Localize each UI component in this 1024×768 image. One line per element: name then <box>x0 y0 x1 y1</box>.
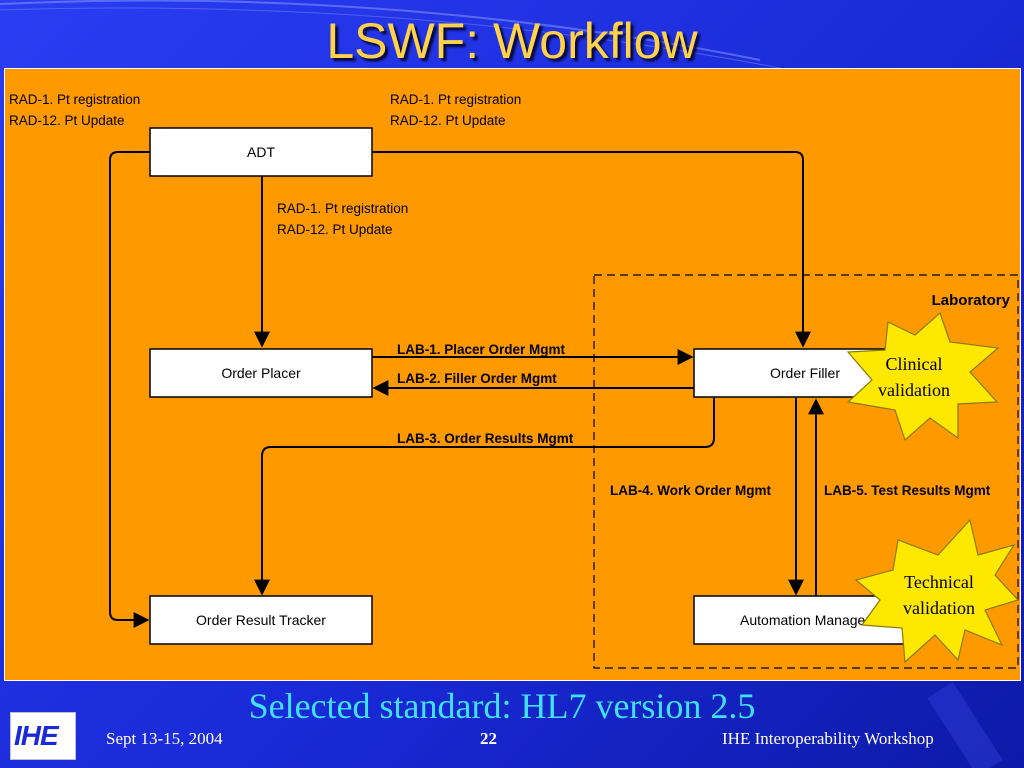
node-order-result-tracker-box <box>149 595 373 645</box>
footer-page-number: 22 <box>480 729 497 748</box>
label-adt-filler-2: RAD-12. Pt Update <box>390 113 506 128</box>
node-order-result-tracker: Order Result Tracker <box>196 612 326 628</box>
slide-subtitle: Selected standard: HL7 version 2.5 <box>248 686 756 726</box>
technical-label-1: Technical <box>904 572 974 592</box>
clinical-label-1: Clinical <box>886 354 943 374</box>
laboratory-label: Laboratory <box>932 292 1011 309</box>
edge-lab3 <box>254 398 715 596</box>
technical-validation-burst <box>854 518 1020 664</box>
label-lab2: LAB-2. Filler Order Mgmt <box>397 371 557 386</box>
label-lab1: LAB-1. Placer Order Mgmt <box>397 342 566 357</box>
slide-title: LSWF: Workflow <box>326 13 698 69</box>
clinical-validation-burst <box>846 311 1000 442</box>
edge-adt-to-tracker <box>109 151 150 628</box>
footer-date: Sept 13-15, 2004 <box>106 729 223 748</box>
ihe-logo: IHE <box>10 712 76 760</box>
label-adt-placer-2: RAD-12. Pt Update <box>277 222 393 237</box>
label-adt-tracker-1: RAD-1. Pt registration <box>9 92 140 107</box>
ihe-logo-text: IHE <box>14 720 59 751</box>
laboratory-boundary <box>593 274 1019 669</box>
label-lab5: LAB-5. Test Results Mgmt <box>824 483 991 498</box>
label-lab3: LAB-3. Order Results Mgmt <box>397 431 574 446</box>
label-adt-tracker-2: RAD-12. Pt Update <box>9 113 125 128</box>
footer-event: IHE Interoperability Workshop <box>722 729 934 748</box>
technical-label-2: validation <box>903 598 975 618</box>
node-adt-box <box>149 127 373 177</box>
node-order-placer: Order Placer <box>221 365 301 381</box>
label-adt-placer-1: RAD-1. Pt registration <box>277 201 408 216</box>
node-automation-manager: Automation Manager <box>740 612 870 628</box>
node-order-placer-box <box>149 348 373 398</box>
label-lab4: LAB-4. Work Order Mgmt <box>610 483 772 498</box>
label-adt-filler-1: RAD-1. Pt registration <box>390 92 521 107</box>
node-order-filler: Order Filler <box>770 365 840 381</box>
edge-adt-to-filler <box>372 151 811 348</box>
node-adt: ADT <box>247 144 275 160</box>
clinical-label-2: validation <box>878 380 950 400</box>
